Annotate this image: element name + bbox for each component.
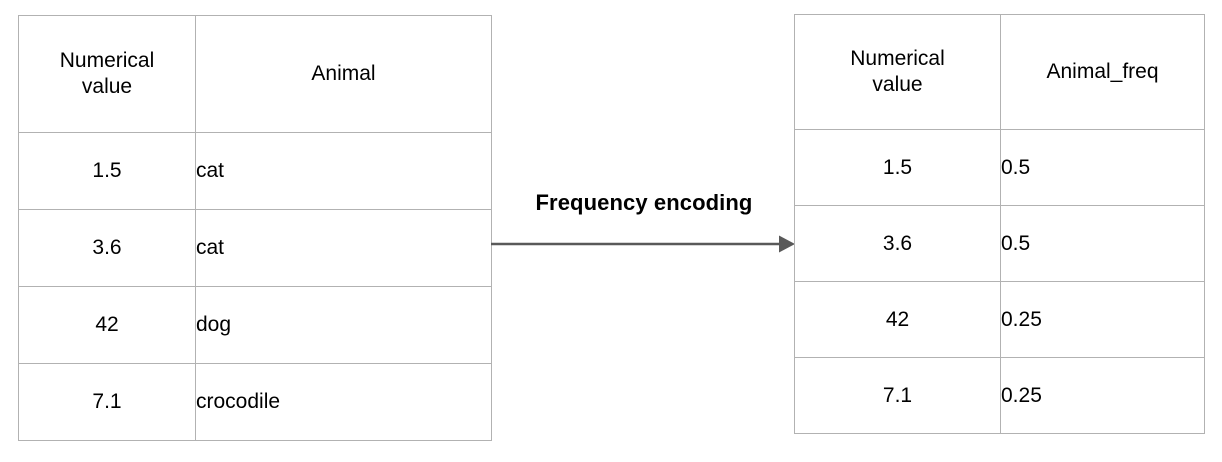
table-row: 7.1 crocodile: [18, 363, 492, 441]
encoded-cell-value: 3.6: [794, 205, 1001, 282]
source-cell-animal: crocodile: [195, 363, 492, 441]
source-cell-animal: cat: [195, 132, 492, 210]
encoded-cell-animal-freq: 0.25: [1000, 281, 1205, 358]
table-row: 1.5 0.5: [794, 129, 1205, 206]
encoded-cell-animal-freq: 0.25: [1000, 357, 1205, 434]
header-line-1: Numerical: [850, 47, 945, 70]
encoded-header-animal-freq: Animal_freq: [1000, 14, 1205, 130]
encoded-cell-value: 42: [794, 281, 1001, 358]
transform-label: Frequency encoding: [535, 190, 753, 215]
source-cell-value: 42: [18, 286, 196, 364]
table-row: 1.5 cat: [18, 132, 492, 210]
source-cell-value: 1.5: [18, 132, 196, 210]
header-line-1: Numerical: [59, 49, 155, 72]
encoded-table-head: Numerical value Animal_freq: [794, 14, 1205, 130]
right-arrow-icon: [491, 235, 795, 253]
encoded-cell-value: 1.5: [794, 129, 1001, 206]
header-line-2: value: [872, 73, 923, 96]
source-header-animal: Animal: [195, 15, 492, 133]
encoded-cell-animal-freq: 0.5: [1000, 129, 1205, 206]
source-table: Numerical value Animal 1.5 cat 3.6 cat 4…: [18, 15, 492, 441]
table-header-row: Numerical value Animal_freq: [794, 14, 1205, 130]
transform-group: Frequency encoding: [489, 190, 799, 270]
source-header-numerical-value: Numerical value: [18, 15, 196, 133]
source-table-head: Numerical value Animal: [18, 15, 492, 133]
table-row: 3.6 cat: [18, 209, 492, 287]
table-header-row: Numerical value Animal: [18, 15, 492, 133]
encoded-header-numerical-value: Numerical value: [794, 14, 1001, 130]
encoded-table: Numerical value Animal_freq 1.5 0.5 3.6 …: [794, 14, 1205, 434]
table-row: 3.6 0.5: [794, 205, 1205, 282]
source-table-body: 1.5 cat 3.6 cat 42 dog 7.1 crocodile: [18, 132, 492, 441]
encoded-table-body: 1.5 0.5 3.6 0.5 42 0.25 7.1 0.25: [794, 129, 1205, 434]
table-row: 7.1 0.25: [794, 357, 1205, 434]
source-cell-value: 7.1: [18, 363, 196, 441]
source-cell-value: 3.6: [18, 209, 196, 287]
table-row: 42 0.25: [794, 281, 1205, 358]
table-row: 42 dog: [18, 286, 492, 364]
source-cell-animal: cat: [195, 209, 492, 287]
header-line-2: value: [81, 75, 133, 98]
encoded-cell-animal-freq: 0.5: [1000, 205, 1205, 282]
source-cell-animal: dog: [195, 286, 492, 364]
encoded-cell-value: 7.1: [794, 357, 1001, 434]
